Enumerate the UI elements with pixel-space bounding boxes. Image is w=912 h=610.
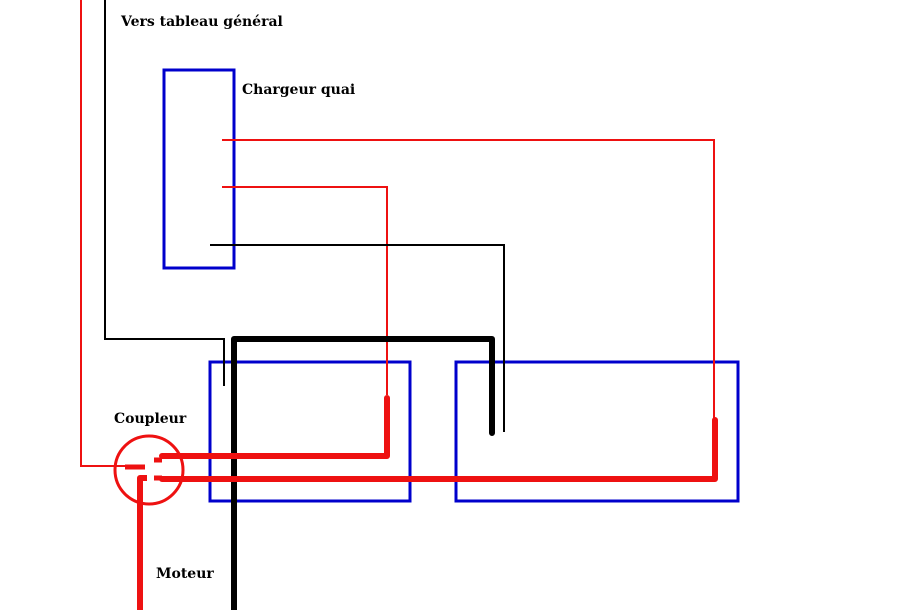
label-coupleur: Coupleur <box>114 411 187 427</box>
label-tableau-general: Vers tableau général <box>121 14 283 30</box>
battery-2-positive-wire <box>159 417 718 482</box>
label-moteur: Moteur <box>156 566 214 582</box>
charger-negative-wire <box>210 244 505 432</box>
panel-positive-wire <box>80 0 126 467</box>
charger-output-1-wire <box>222 139 715 420</box>
coupler-circle <box>113 434 185 506</box>
charger-output-2-wire <box>222 186 388 395</box>
battery-1-positive-wire <box>159 395 390 459</box>
panel-negative-wire <box>104 0 225 386</box>
label-chargeur-quai: Chargeur quai <box>242 82 356 98</box>
battery-box-1 <box>208 360 412 503</box>
motor-positive-wire <box>137 475 147 610</box>
charger-box <box>162 68 236 270</box>
battery-box-2 <box>454 360 740 503</box>
negative-bus-wire <box>231 336 495 610</box>
